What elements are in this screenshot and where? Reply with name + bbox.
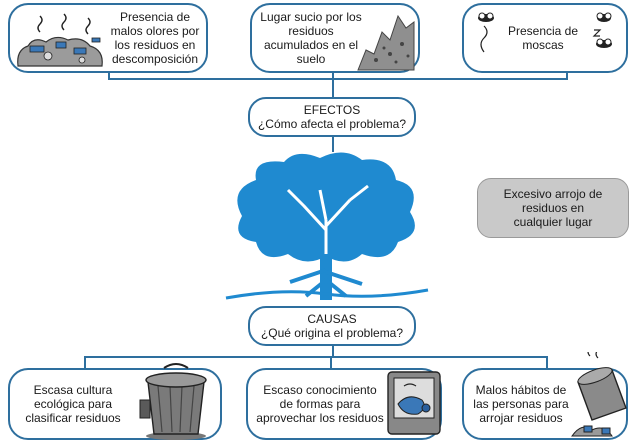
spilled-bin-icon <box>571 352 627 437</box>
causes-title-box: CAUSAS ¿Qué origina el problema? <box>248 306 416 346</box>
problem-box: Excesivo arrojo de residuos en cualquier… <box>477 178 629 238</box>
causes-horizontal-line <box>84 356 548 358</box>
effect-text-odors: Presencia de malos olores por los residu… <box>110 10 200 66</box>
effects-vertical-line <box>332 78 334 98</box>
effects-question: ¿Cómo afecta el problema? <box>257 117 407 131</box>
causes-left-stub <box>84 356 86 370</box>
effect-text-flies: Presencia de moscas <box>507 24 579 52</box>
effects-title: EFECTOS <box>303 103 361 117</box>
effects-title-box: EFECTOS ¿Cómo afecta el problema? <box>248 97 416 137</box>
trash-can-icon <box>139 363 207 440</box>
causes-title: CAUSAS <box>307 312 357 326</box>
tree-icon <box>225 152 429 300</box>
fly-right-icon <box>592 12 612 48</box>
problem-text: Excesivo arrojo de residuos en cualquier… <box>503 187 603 229</box>
cause-text-culture: Escasa cultura ecológica para clasificar… <box>25 383 121 425</box>
effect-text-dirty: Lugar sucio por los residuos acumulados … <box>260 10 362 66</box>
effect-box-odors: Presencia de malos olores por los residu… <box>8 3 208 73</box>
causes-right-stub <box>546 356 548 370</box>
causes-vertical-line <box>332 344 334 358</box>
recycling-box-icon <box>387 371 441 435</box>
causes-mid-stub <box>330 356 332 370</box>
effects-tree-line <box>332 136 334 152</box>
garbage-pile-icon <box>17 13 103 67</box>
dirty-ground-icon <box>357 14 415 71</box>
effects-mid-stub <box>332 70 334 80</box>
cause-text-habits: Malos hábitos de las personas para arroj… <box>473 383 569 425</box>
effects-right-stub <box>566 70 568 80</box>
cause-text-knowledge: Escaso conocimiento de formas para aprov… <box>256 383 384 425</box>
effects-left-stub <box>108 70 110 80</box>
fly-left-icon <box>478 12 494 53</box>
effects-horizontal-line <box>108 78 568 80</box>
causes-question: ¿Qué origina el problema? <box>260 326 404 340</box>
